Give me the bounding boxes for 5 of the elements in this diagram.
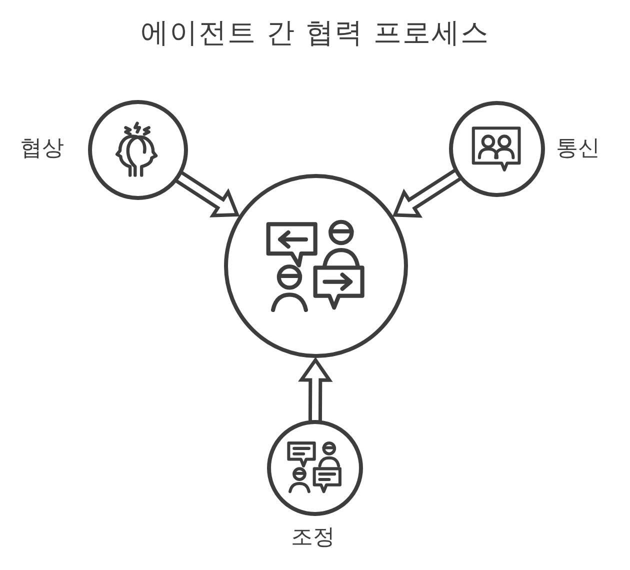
block-arrow (173, 170, 240, 218)
diagram-title: 에이전트 간 협력 프로세스 (140, 15, 490, 51)
node-label: 협상 (20, 135, 64, 163)
node-label: 통신 (556, 135, 600, 163)
node-label: 조정 (291, 524, 335, 552)
